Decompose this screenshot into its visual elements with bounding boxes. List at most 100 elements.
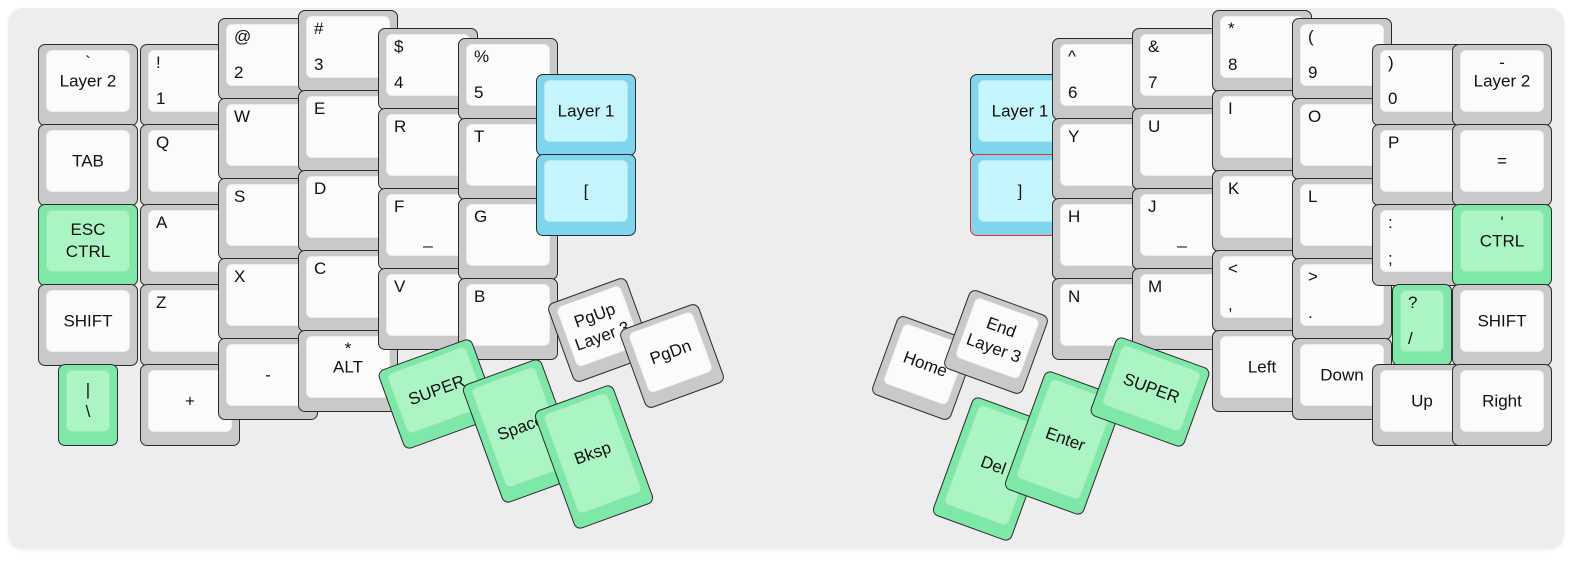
key-legend-top: ( [1308,27,1314,46]
key-legend-bottom: 0 [1388,89,1398,108]
key-legend-bottom: , [1228,295,1233,314]
key-b[interactable]: B [458,278,558,360]
key-cap: SHIFT [1460,290,1544,352]
key-legend-top: < [1228,259,1238,278]
key-g[interactable]: G [458,198,558,280]
key-legend-center: Layer 2 [1473,71,1531,91]
key-layer2-backtick[interactable]: `Layer 2 [38,44,138,126]
key-legend-center: Left [1247,357,1277,377]
key-5-percent[interactable]: %5 [458,38,558,120]
key-legend-top: L [1308,187,1318,206]
key-legend-center: Bksp [571,437,614,469]
key-cap: (9 [1300,24,1384,86]
key-tab[interactable]: TAB [38,124,138,206]
key-ctrl-quote[interactable]: 'CTRL [1452,204,1552,286]
key-cap: ?/ [1400,290,1444,352]
key-cap: )0 [1380,50,1464,112]
key-cap: D [306,176,390,238]
key-layer2-minus[interactable]: -Layer 2 [1452,44,1552,126]
key-legend-center: SUPER [1120,369,1183,408]
key-legend-center: Layer 2 [59,71,117,91]
key-legend-center: SHIFT [1477,311,1527,331]
key-legend-top: : [1388,213,1393,232]
key-cap: P [1380,130,1464,192]
key-cap: -Layer 2 [1460,50,1544,112]
key-cap: `Layer 2 [46,50,130,112]
key-equals[interactable]: = [1452,124,1552,206]
key-shift[interactable]: SHIFT [38,284,138,366]
key-legend-top: P [1388,133,1400,152]
key-legend-center: ] [1017,181,1023,201]
key-cap: @2 [226,24,310,86]
key-cap: Bksp [542,391,643,515]
key-legend-top: ' [1500,213,1504,232]
key-alt[interactable]: *ALT [298,330,398,412]
key-legend-bottom: 4 [394,73,404,92]
key-cap: #3 [306,16,390,78]
key-r[interactable]: R [378,108,478,190]
key-legend-center: |\ [85,380,91,421]
key-cap: L [1300,184,1384,246]
key-legend-bottom: 8 [1228,55,1238,74]
key-legend-center: ALT [333,357,363,377]
key-legend-top: % [474,47,490,66]
key-cap: SHIFT [46,290,130,352]
key-legend-top: U [1148,117,1161,136]
key-legend-top: V [394,277,406,296]
key-m[interactable]: M [1132,268,1232,350]
key-legend-top: M [1148,277,1163,296]
homing-bar-icon: _ [1177,229,1187,248]
key-bksp[interactable]: Bksp [532,383,656,531]
key-legend-top: & [1148,37,1160,56]
key-cap: B [466,284,550,346]
key-legend-top: O [1308,107,1322,126]
key-cap: ] [978,160,1062,222]
key-cap: G [466,204,550,266]
key-legend-center: = [1497,151,1507,171]
key-legend-bottom: 5 [474,83,484,102]
key-cap: Right [1460,370,1544,432]
key-legend-bottom: 2 [234,63,244,82]
key-cap: H [1060,204,1144,266]
key-legend-center: Layer 1 [991,101,1049,121]
key-cap: - [226,344,310,406]
key-right[interactable]: Right [1452,364,1552,446]
key-cap: S [226,184,310,246]
key-legend-top: ! [156,53,161,72]
key-legend-center: - [265,365,271,385]
key-legend-top: J [1148,197,1157,216]
key-cap: 'CTRL [1460,210,1544,272]
key-cap: [ [544,160,628,222]
key-legend-bottom: ; [1388,249,1393,268]
key-cap: M [1140,274,1224,336]
key-cap: PgDn [627,310,714,394]
key-legend-top: Y [1068,127,1080,146]
key-pipe-backslash[interactable]: |\ [58,364,118,446]
key-cap: O [1300,104,1384,166]
key-legend-center: Right [1482,391,1522,411]
key-legend-top: ? [1408,293,1418,312]
key-cap: C [306,256,390,318]
key-legend-center: Layer 1 [557,101,615,121]
key-legend-top: @ [234,27,252,46]
key-bracket-left[interactable]: [ [536,154,636,236]
key-legend-center: TAB [72,151,104,171]
key-layer1[interactable]: Layer 1 [536,74,636,156]
key-shift-r[interactable]: SHIFT [1452,284,1552,366]
key-legend-top: K [1228,179,1240,198]
key-cap: ^6 [1060,44,1144,106]
key-legend-bottom: 7 [1148,73,1158,92]
key-legend-top: H [1068,207,1081,226]
key-legend-top: G [474,207,488,226]
key-legend-bottom: 9 [1308,63,1318,82]
key-slash-question[interactable]: ?/ [1392,284,1452,366]
key-legend-bottom: . [1308,303,1313,322]
key-legend-center: SHIFT [63,311,113,331]
key-7-amp[interactable]: &7 [1132,28,1232,110]
